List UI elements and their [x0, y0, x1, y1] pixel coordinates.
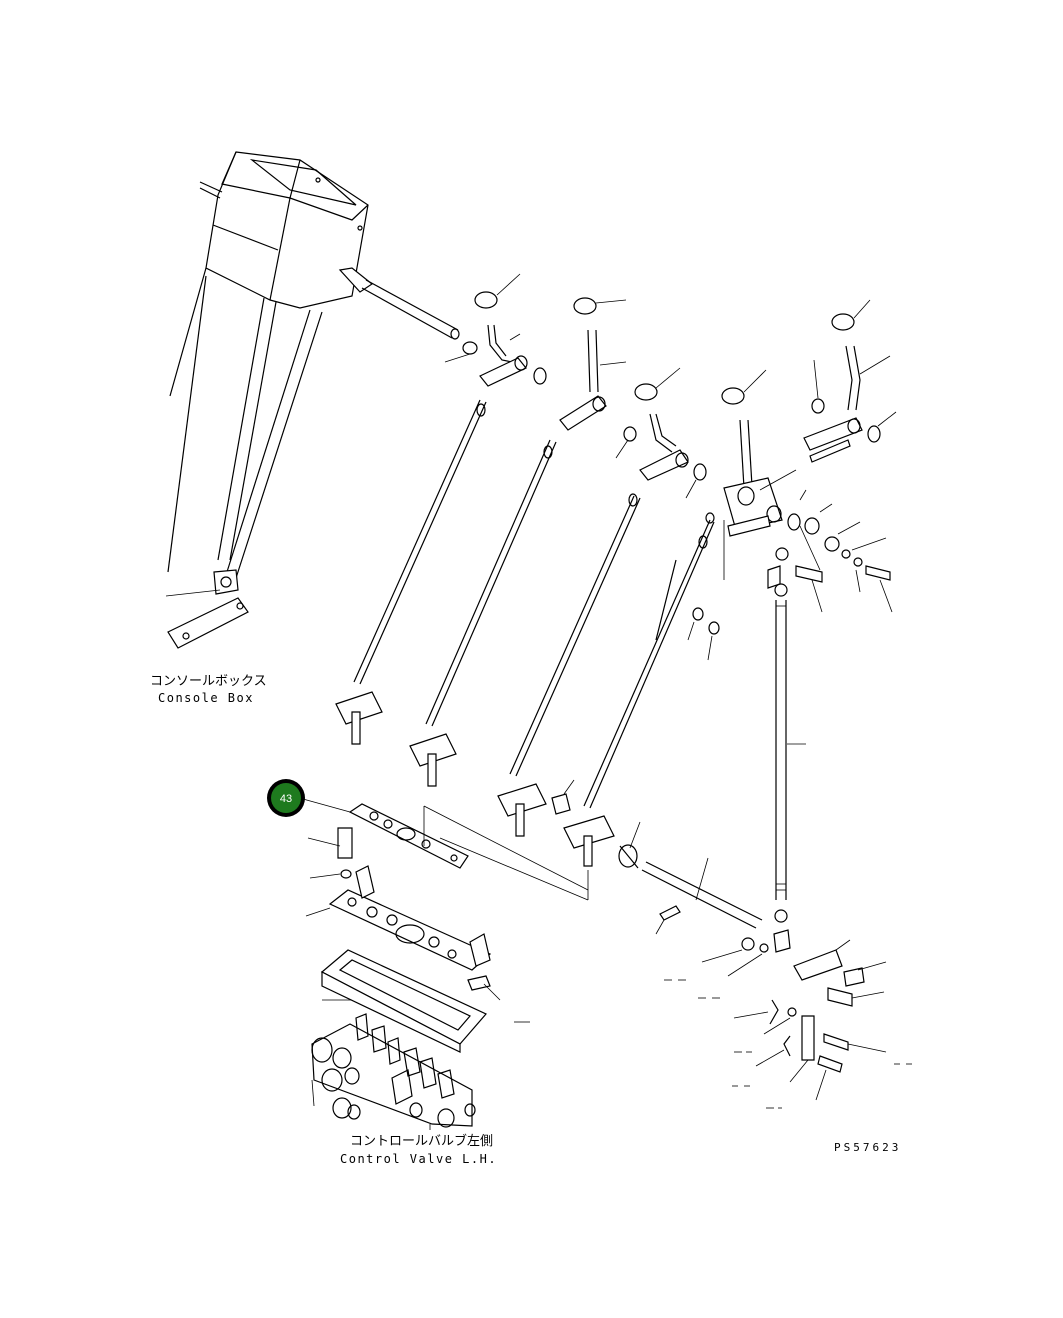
- control-valve-label-jp: コントロールバルブ左側: [350, 1133, 493, 1149]
- callout-43[interactable]: 43: [267, 779, 351, 817]
- lever-set: [444, 273, 897, 580]
- console-box-label-en: Console Box: [158, 691, 254, 705]
- linkage-rods: [335, 399, 720, 867]
- callout-43-number: 43: [280, 793, 292, 805]
- callout-43-badge[interactable]: [271, 783, 301, 813]
- labels: コンソールボックス Console Box コントロールバルブ左側 Contro…: [150, 674, 901, 1166]
- console-box-label-jp: コンソールボックス: [150, 674, 267, 689]
- drawing-number: PS57623: [834, 1141, 901, 1154]
- valve-plates: [305, 803, 589, 1053]
- console-box: [165, 151, 460, 649]
- control-valve-label-en: Control Valve L.H.: [340, 1152, 497, 1166]
- vertical-rod: [767, 525, 893, 1061]
- control-valve: [311, 1013, 476, 1130]
- cross-shaft: [618, 821, 912, 1109]
